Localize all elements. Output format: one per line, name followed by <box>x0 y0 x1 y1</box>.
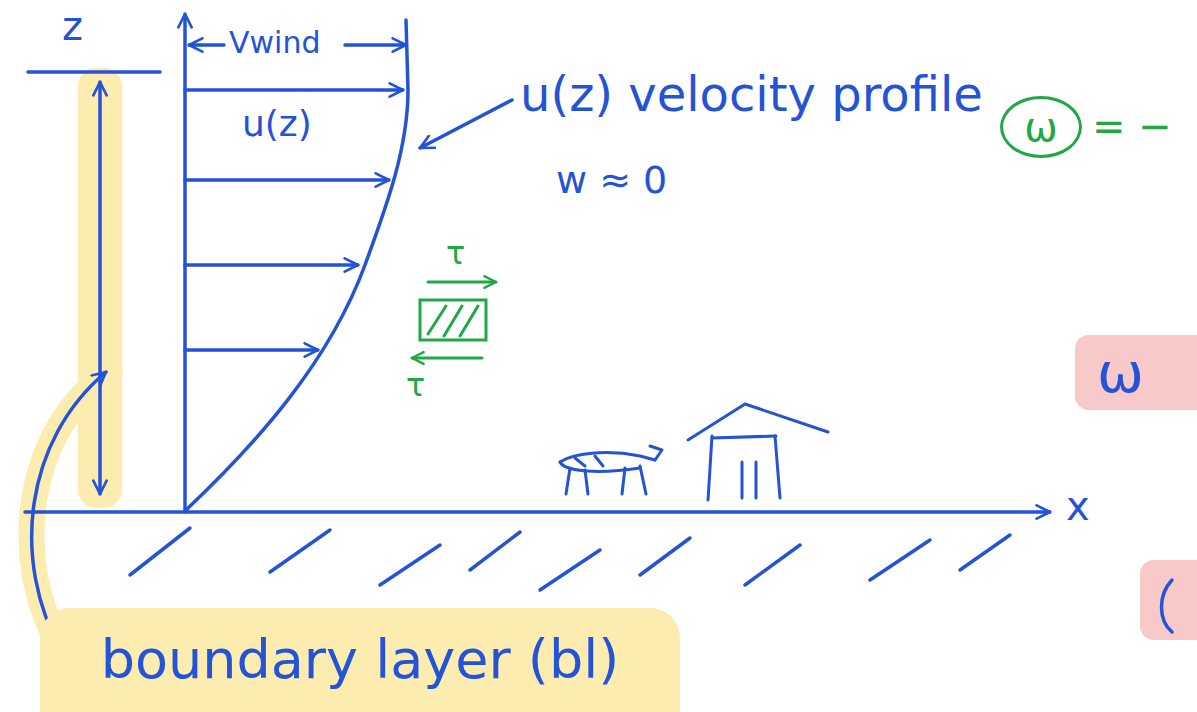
velocity-arrow <box>185 88 403 92</box>
shear-element <box>412 282 496 358</box>
ground-hatch <box>130 528 1010 590</box>
wind-arrow-left <box>189 43 224 47</box>
partial-stroke <box>1162 580 1173 632</box>
circled-symbol: ω <box>1000 96 1082 158</box>
node-text: ω <box>1097 342 1144 404</box>
pink-box: ω <box>1075 335 1197 410</box>
node-text: boundary layer (bl) <box>101 630 620 689</box>
shear-stress-label: τ <box>406 368 425 403</box>
house-sketch <box>688 404 828 500</box>
bl-top-line <box>28 70 160 74</box>
dog-sketch <box>560 446 662 494</box>
thickness-arrow <box>98 82 102 494</box>
shear-stress-label: τ <box>446 236 465 271</box>
leader-line <box>420 100 512 148</box>
axis-label: x <box>1066 484 1090 528</box>
highlight-stripe <box>78 68 122 508</box>
profile-label: u(z) velocity profile <box>520 68 983 121</box>
x-axis <box>25 510 1050 514</box>
velocity-profile <box>186 20 408 510</box>
highlighted-note: boundary layer (bl) <box>40 608 680 712</box>
pink-box <box>1140 560 1197 640</box>
velocity-arrow <box>185 178 389 182</box>
node-text: ω <box>1024 105 1058 149</box>
axis-label: z <box>62 4 83 48</box>
profile-symbol: u(z) <box>242 104 312 144</box>
wind-arrow-right <box>345 43 406 47</box>
velocity-arrow <box>185 348 318 352</box>
velocity-arrow <box>185 263 358 267</box>
equation-fragment: = − <box>1092 104 1172 148</box>
wind-label: Vwind <box>229 26 320 59</box>
vertical-velocity-note: w ≈ 0 <box>556 160 667 202</box>
